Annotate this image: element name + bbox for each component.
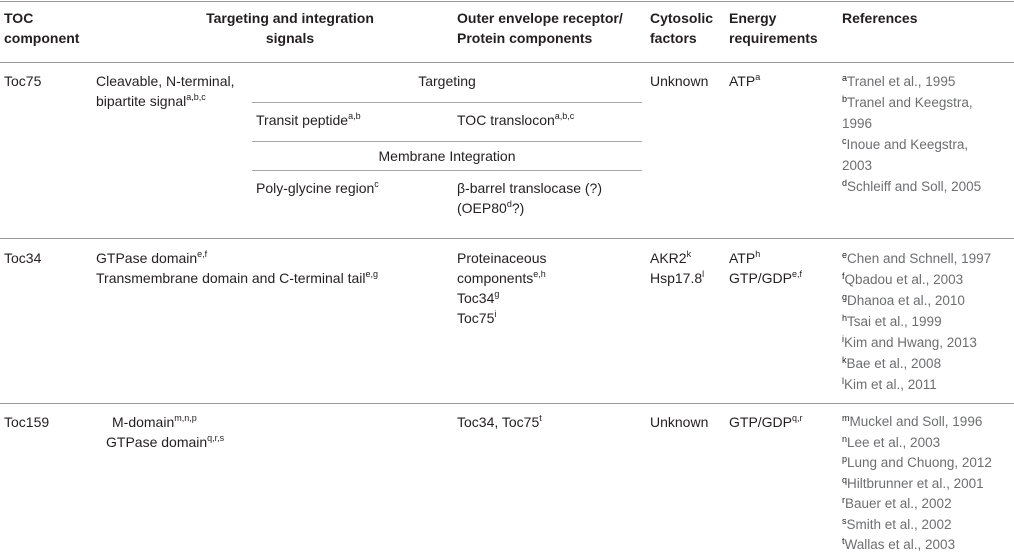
component-name: Toc159: [4, 414, 50, 430]
poly-glycine-region: Poly-glycine regionc: [256, 179, 379, 197]
reference-item: mMuckel and Soll, 1996: [842, 413, 983, 430]
energy-requirements: GTP/GDPq,r: [729, 413, 803, 431]
reference-item: qHiltbrunner et al., 2001: [842, 474, 984, 491]
toc75-integration-rule-bottom: [252, 170, 642, 171]
references-list: aTranel et al., 1995 bTranel and Keegstr…: [842, 71, 981, 197]
targeting-signal: GTPase domaine,f Transmembrane domain an…: [96, 249, 378, 287]
toc-translocon: TOC translocona,b,c: [457, 111, 575, 129]
reference-item: nLee et al., 2003: [842, 433, 941, 450]
cytosolic-factors: Unknown: [650, 73, 709, 89]
barrel-translocase: β-barrel translocase (?) (OEP80d?): [457, 180, 602, 216]
receptor-components: Proteinaceous componentse,h Toc34g Toc75…: [457, 250, 547, 326]
toc75-integration-rule-top: [252, 141, 642, 142]
reference-item: fQbadou et al., 2003: [842, 271, 964, 288]
reference-item: pLung and Chuong, 2012: [842, 454, 992, 471]
receptor-components: Toc34, Toc75t: [457, 413, 542, 431]
header-energy: Energy requirements: [729, 10, 818, 46]
header-receptor: Outer envelope receptor/ Protein compone…: [457, 10, 623, 46]
reference-item: gDhanoa et al., 2010: [842, 292, 965, 309]
reference-item: 1996: [842, 116, 873, 131]
reference-item: tWallas et al., 2003: [842, 536, 956, 553]
row-rule-toc75: [0, 238, 1014, 239]
component-name: Toc34: [4, 250, 42, 266]
reference-item: hTsai et al., 1999: [842, 313, 942, 330]
reference-item: cInoue and Keegstra,: [842, 136, 969, 153]
reference-item: eChen and Schnell, 1997: [842, 250, 992, 267]
component-name: Toc75: [4, 73, 42, 89]
targeting-label: Targeting: [418, 73, 476, 89]
reference-item: bTranel and Keegstra,: [842, 94, 973, 111]
targeting-signal-1: M-domainm,n,p: [112, 413, 197, 431]
references-list: eChen and Schnell, 1997 fQbadou et al., …: [842, 248, 991, 395]
references-list: mMuckel and Soll, 1996 nLee et al., 2003…: [842, 412, 992, 556]
row-rule-toc34: [0, 403, 1014, 404]
targeting-signal-2: GTPase domainq,r,s: [106, 433, 225, 451]
membrane-integration-label: Membrane Integration: [378, 148, 516, 164]
targeting-signal: Cleavable, N-terminal, bipartite signala…: [96, 73, 235, 109]
header-targeting: Targeting and integration signals: [206, 10, 374, 46]
transit-peptide: Transit peptidea,b: [256, 111, 361, 129]
energy-requirements: ATPa: [729, 72, 761, 90]
header-rule: [0, 62, 1014, 63]
header-references: References: [842, 10, 918, 26]
energy-requirements: ATPh GTP/GDPe,f: [729, 249, 803, 287]
table-top-rule: [0, 1, 1014, 2]
reference-item: dSchleiff and Soll, 2005: [842, 178, 982, 195]
reference-item: aTranel et al., 1995: [842, 73, 956, 90]
header-toc-component: TOC component: [4, 10, 80, 46]
reference-item: rBauer et al., 2002: [842, 495, 952, 512]
header-cytosolic: Cytosolic factors: [650, 10, 714, 46]
reference-item: 2003: [842, 158, 873, 173]
reference-item: lKim et al., 2011: [842, 376, 937, 393]
cytosolic-factors: Unknown: [650, 414, 709, 430]
reference-item: sSmith et al., 2002: [842, 515, 952, 532]
reference-item: kBae et al., 2008: [842, 355, 942, 372]
toc75-targeting-rule: [252, 102, 642, 103]
reference-item: iKim and Hwang, 2013: [842, 334, 977, 351]
cytosolic-factors: AKR2k Hsp17.8l: [650, 249, 705, 287]
